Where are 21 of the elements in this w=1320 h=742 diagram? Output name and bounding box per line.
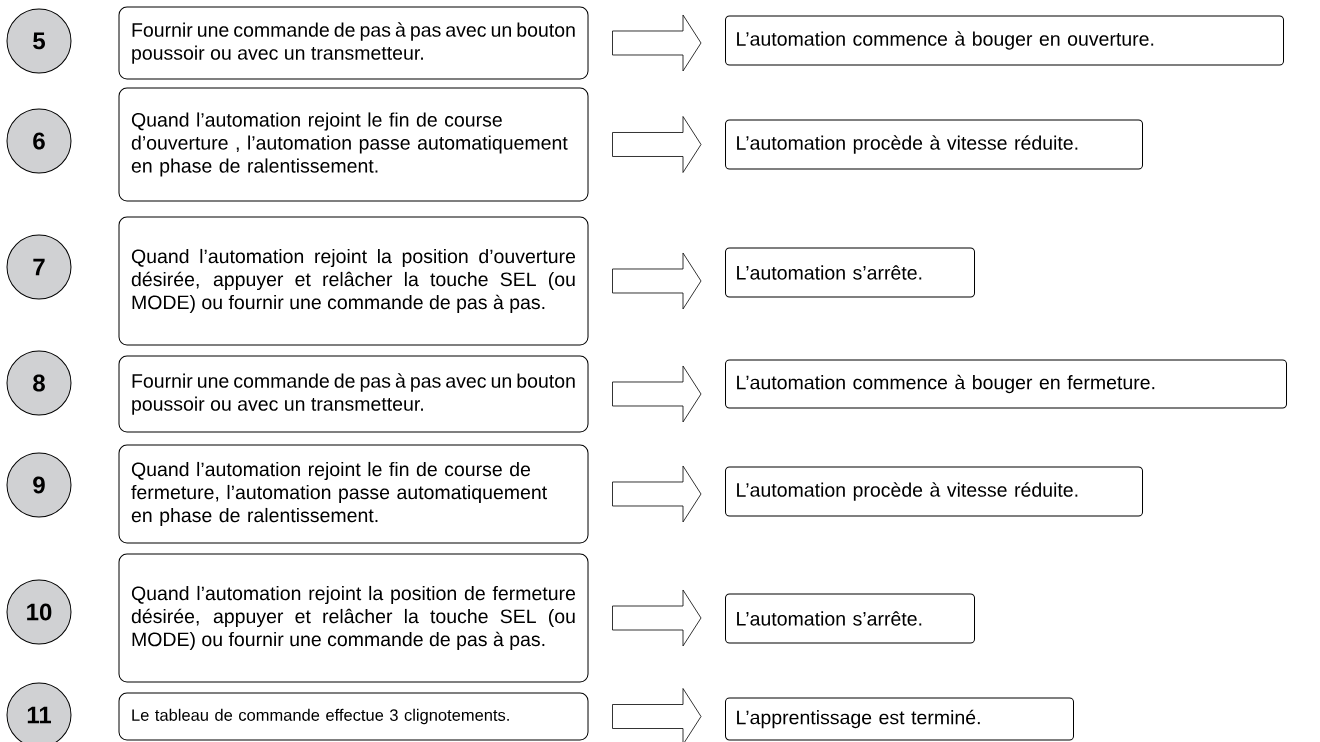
step-box: Fournir une commande de pas à pas avec un bouton poussoir ou avec un transmetteur. — [118, 6, 589, 80]
step-box: Quand l’automation rejoint la position de fermeture désirée, appuyer et relâcher la touche SEL (ou MODE) ou fournir une commande de pas à pas. — [118, 553, 589, 683]
result-box: L’automation s’arrête. — [725, 247, 975, 298]
result-box: L’apprentissage est terminé. — [725, 697, 1074, 741]
block-arrow — [612, 465, 702, 523]
result-box: L’automation commence à bouger en fermeture. — [725, 359, 1287, 409]
result-box: L’automation procède à vitesse réduite. — [725, 466, 1143, 517]
step-box: Quand l’automation rejoint le fin de course de fermeture, l’automation passe automatiquement en phase de ralentissement. — [118, 444, 589, 544]
block-arrow — [612, 688, 702, 742]
step-box: Le tableau de commande effectue 3 clignotements. — [118, 692, 589, 741]
block-arrow — [612, 116, 702, 173]
step-box: Quand l’automation rejoint la position d’ouverture désirée, appuyer et relâcher la touche SEL (ou MODE) ou fournir une commande de pas à pas. — [118, 216, 589, 346]
result-box: L’automation procède à vitesse réduite. — [725, 119, 1143, 170]
block-arrow — [612, 589, 702, 647]
block-arrow — [612, 14, 702, 72]
block-arrow — [612, 365, 702, 423]
step-box: Quand l’automation rejoint le fin de course d’ouverture , l’automation passe automatiquement en phase de ralentissement. — [118, 87, 589, 202]
result-box: L’automation s’arrête. — [725, 593, 975, 644]
result-box: L’automation commence à bouger en ouverture. — [725, 15, 1284, 66]
step-box: Fournir une commande de pas à pas avec un bouton poussoir ou avec un transmetteur. — [118, 355, 589, 433]
block-arrow — [612, 252, 702, 310]
